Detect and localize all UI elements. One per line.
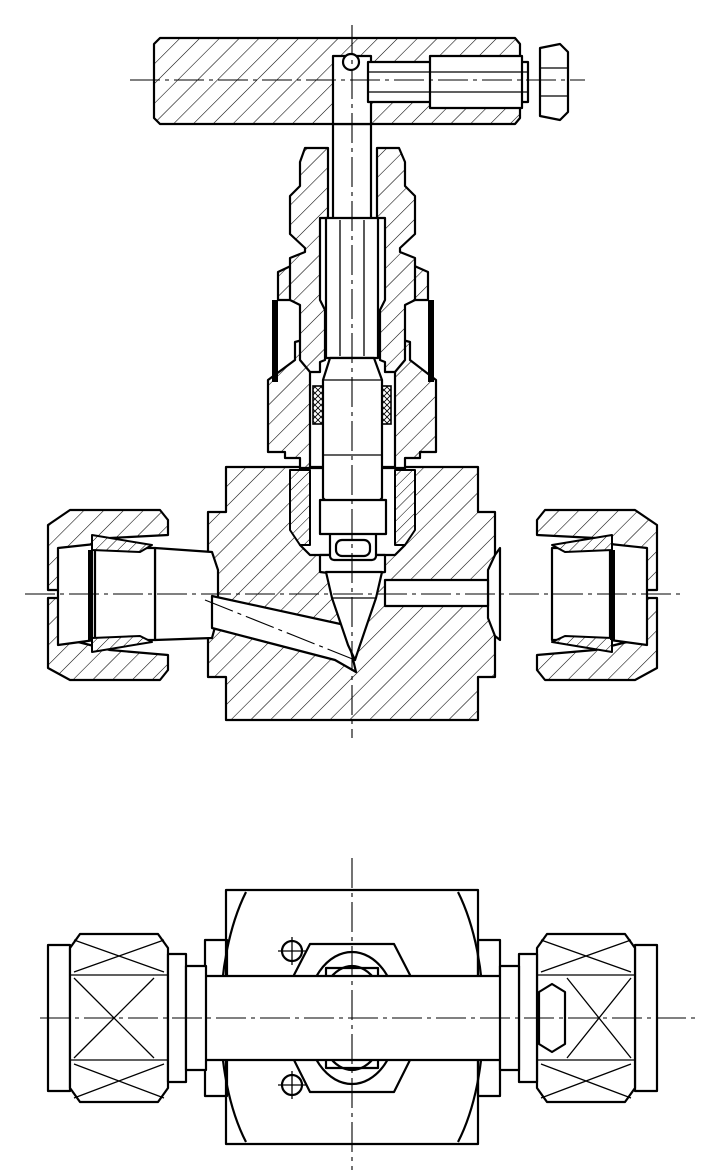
mounting-holes [278, 937, 306, 1099]
stem-housing [288, 146, 417, 374]
top-view-centerlines [40, 858, 695, 1170]
stem [318, 56, 388, 536]
section-view [25, 25, 680, 738]
handle [152, 36, 530, 126]
left-tube-fitting [46, 508, 170, 682]
top-view [40, 858, 695, 1170]
section-centerlines [25, 25, 680, 738]
handle-screw [538, 42, 570, 122]
right-tube-fitting [535, 508, 659, 682]
